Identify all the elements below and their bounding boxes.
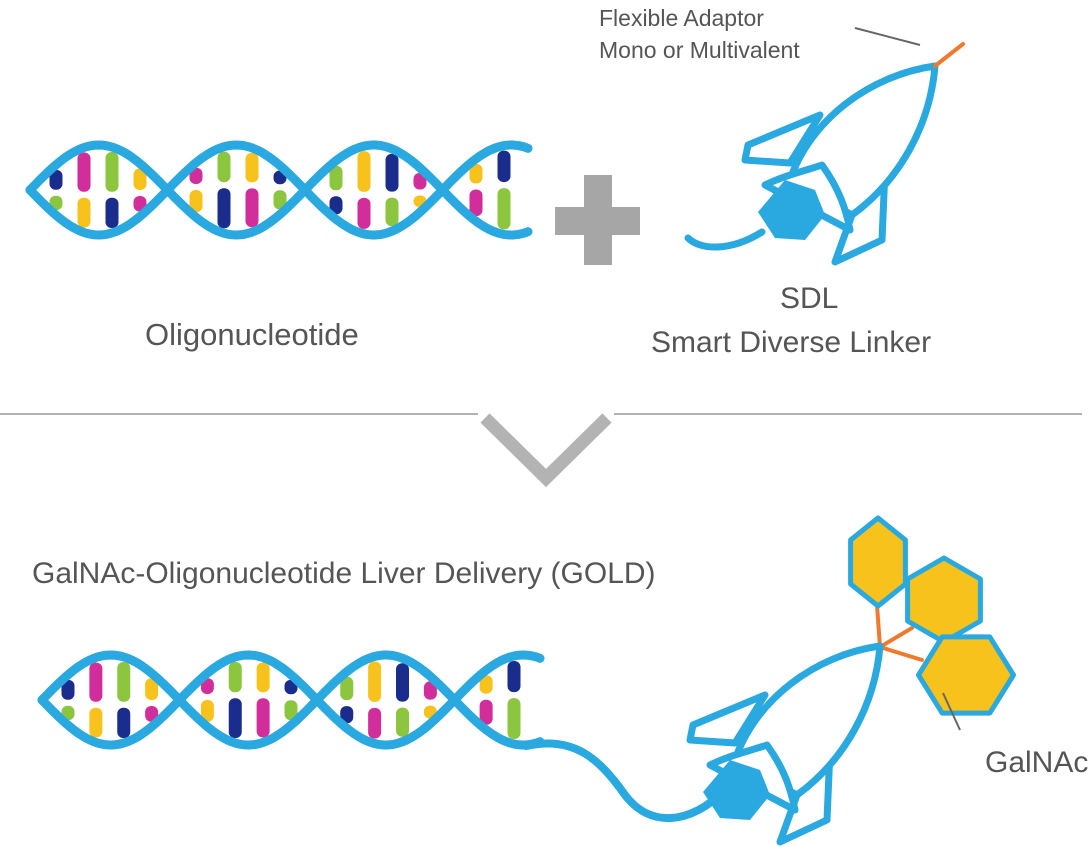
- rocket-fin: [741, 111, 824, 167]
- base-pair: [217, 151, 231, 183]
- adaptor-arm: [878, 645, 924, 662]
- backbone-strand: [25, 140, 533, 240]
- base-pair: [413, 172, 427, 190]
- rocket-body-group: [684, 62, 939, 266]
- smart-diverse-linker-label: Smart Diverse Linker: [651, 326, 932, 359]
- oligo-linker-tether: [522, 739, 729, 822]
- sdl-label: SDL: [780, 282, 839, 315]
- sdl-rocket-linker-icon: [684, 62, 939, 266]
- gold-rocket-linker-icon: [686, 642, 884, 846]
- base-pair: [368, 661, 382, 702]
- base-pair: [368, 707, 382, 739]
- base-pair: [117, 661, 131, 702]
- base-pair: [49, 169, 63, 190]
- base-pair: [340, 706, 354, 724]
- linker-hexagon-icon: [703, 760, 770, 820]
- base-pair: [497, 150, 511, 183]
- base-pair: [256, 698, 270, 738]
- adaptor-arm: [875, 603, 882, 649]
- base-pair: [228, 698, 242, 739]
- gold-title: GalNAc-Oligonucleotide Liver Delivery (G…: [32, 557, 656, 590]
- base-pair: [77, 197, 91, 228]
- galnac-sugar-hexagon: [905, 555, 983, 645]
- oligonucleotide-label: Oligonucleotide: [145, 317, 359, 352]
- base-pair: [385, 153, 399, 192]
- adaptor-leader-line: [854, 27, 921, 46]
- base-pair: [245, 152, 259, 183]
- flexible-adaptor-line: [933, 42, 965, 68]
- base-pair: [469, 189, 483, 217]
- galnac-hexagon-icon: [848, 515, 1016, 716]
- base-pair: [284, 700, 298, 721]
- mono-multivalent-label: Mono or Multivalent: [599, 37, 800, 63]
- base-pair: [145, 678, 159, 700]
- base-pair: [507, 661, 521, 693]
- galnac-label: GalNAc: [985, 746, 1089, 779]
- base-pair: [329, 165, 343, 191]
- chevron-down-icon: [480, 413, 612, 488]
- base-pair: [200, 678, 214, 695]
- base-pair: [133, 195, 147, 212]
- gold-dna-helix-icon: [37, 650, 545, 750]
- base-pair: [117, 707, 131, 739]
- base-pair: [497, 188, 511, 230]
- base-pair: [89, 707, 103, 738]
- plus-icon: [555, 175, 640, 265]
- base-pair: [189, 167, 203, 184]
- backbone-strand: [37, 650, 545, 750]
- base-pair: [189, 189, 203, 213]
- base-pair: [340, 676, 354, 701]
- base-pair: [256, 662, 270, 693]
- base-pair: [396, 707, 409, 737]
- base-pair: [385, 197, 399, 227]
- base-pair: [479, 675, 493, 694]
- base-pair: [469, 163, 483, 184]
- base-pair: [273, 190, 287, 210]
- galnac-adaptor-arms: [875, 603, 924, 662]
- base-pair: [357, 197, 371, 229]
- linker-hexagon-icon: [758, 180, 825, 240]
- base-pair: [479, 699, 493, 725]
- base-pair: [61, 679, 75, 700]
- base-pair: [217, 188, 231, 229]
- base-pair: [200, 700, 214, 722]
- base-pair: [329, 196, 343, 215]
- backbone-strand: [37, 650, 545, 750]
- base-pair: [89, 662, 103, 702]
- adaptor-arm: [878, 626, 914, 649]
- rocket-fin: [686, 691, 769, 747]
- rocket-body-group: [686, 642, 884, 846]
- galnac-leader-line: [942, 692, 961, 731]
- oligonucleotide-dna-helix-icon: [25, 140, 533, 240]
- galnac-sugar-hexagon: [848, 515, 908, 609]
- base-pair: [423, 681, 437, 700]
- flexible-adaptor-label: Flexible Adaptor: [599, 5, 764, 31]
- base-pair: [105, 152, 119, 192]
- galnac-sugar-hexagon: [916, 634, 1016, 716]
- base-pair: [245, 188, 259, 228]
- base-pair: [133, 168, 147, 190]
- linker-tail: [684, 228, 766, 251]
- base-pair: [228, 661, 242, 693]
- base-pair: [77, 152, 91, 192]
- base-pair: [507, 698, 521, 739]
- backbone-strand: [25, 140, 533, 240]
- section-divider: [0, 413, 1082, 488]
- base-pair: [396, 663, 409, 702]
- base-pair: [357, 151, 371, 192]
- base-pair: [105, 197, 119, 228]
- base-pair: [145, 705, 159, 722]
